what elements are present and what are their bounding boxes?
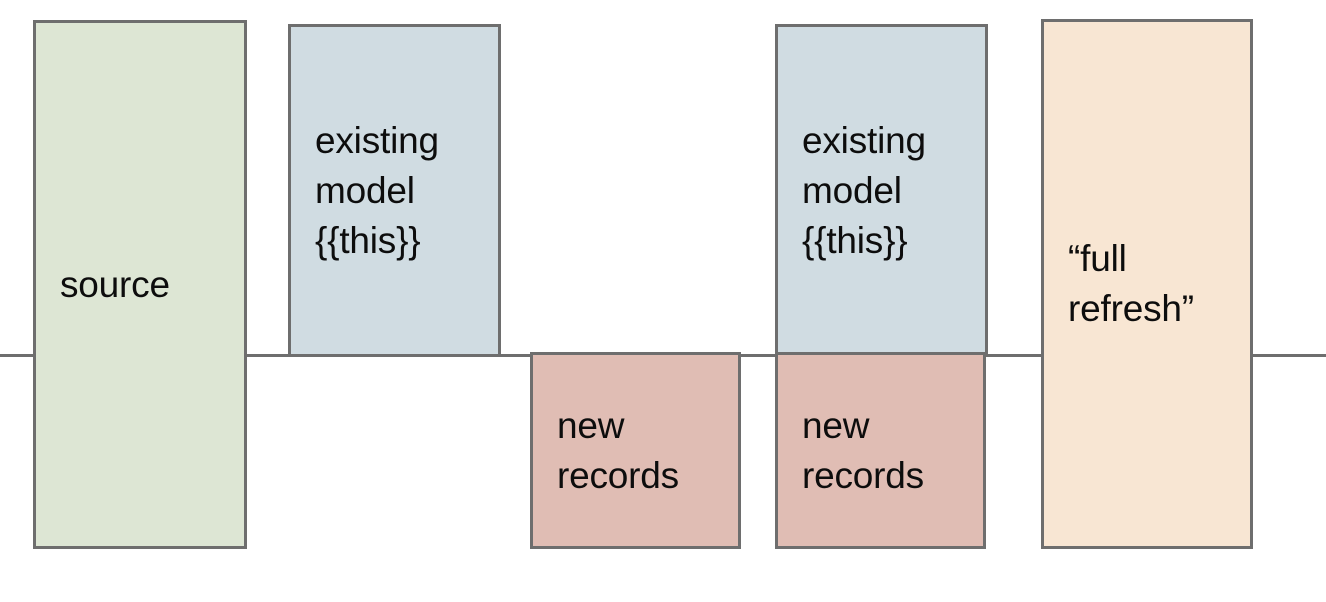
box-existing-model-right-label: existing model {{this}} [802, 119, 926, 261]
box-full-refresh[interactable]: “full refresh” [1041, 19, 1253, 549]
box-new-records-right[interactable]: new records [775, 352, 986, 549]
box-new-records-left-label: new records [557, 404, 679, 496]
box-existing-model-left-label: existing model {{this}} [315, 119, 439, 261]
box-source[interactable]: source [33, 20, 247, 549]
box-new-records-right-label: new records [802, 404, 924, 496]
box-new-records-left[interactable]: new records [530, 352, 741, 549]
box-full-refresh-label: “full refresh” [1068, 238, 1194, 329]
box-source-label: source [60, 263, 170, 305]
box-existing-model-left[interactable]: existing model {{this}} [288, 24, 501, 357]
box-existing-model-right[interactable]: existing model {{this}} [775, 24, 988, 357]
